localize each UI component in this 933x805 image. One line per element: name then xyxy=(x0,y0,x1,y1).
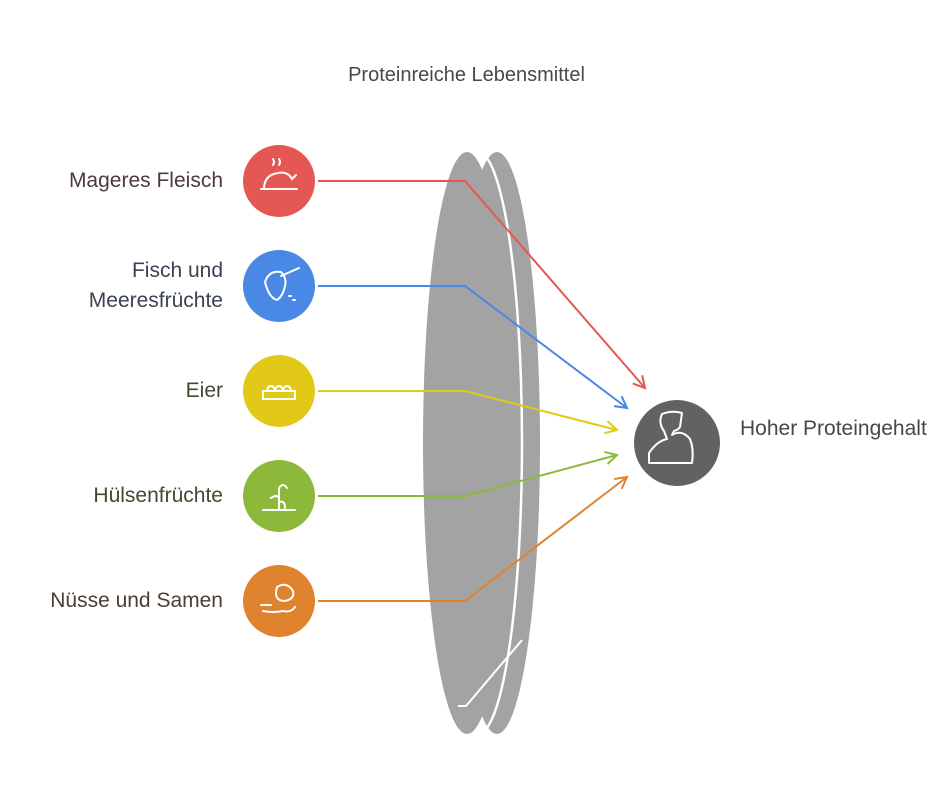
arrowhead xyxy=(613,395,629,410)
connector-arrow xyxy=(318,454,618,497)
peanut-icon xyxy=(260,583,296,613)
output-label: Hoher Proteingehalt xyxy=(740,417,927,440)
arrowhead xyxy=(613,475,629,490)
connector-arrow xyxy=(318,390,618,431)
input-node xyxy=(243,355,315,427)
legume-plant-icon xyxy=(262,484,296,511)
input-label: Fisch und Meeresfrüchte xyxy=(88,259,223,312)
arrowhead xyxy=(632,375,647,390)
output-node xyxy=(634,400,720,486)
input-node xyxy=(243,250,315,322)
arrowhead xyxy=(604,450,620,465)
input-label: Eier xyxy=(185,379,223,402)
connector-arrow xyxy=(318,285,628,409)
arrowhead xyxy=(604,420,620,435)
diagram-title: Proteinreiche Lebensmittel xyxy=(348,64,585,86)
input-label: Nüsse und Samen xyxy=(50,589,223,612)
roast-chicken-icon xyxy=(260,158,298,190)
fish-icon xyxy=(263,267,300,302)
connector-arrow xyxy=(318,476,628,602)
egg-carton-icon xyxy=(262,385,296,400)
input-label: Hülsenfrüchte xyxy=(93,484,223,507)
input-node xyxy=(243,460,315,532)
input-node xyxy=(243,145,315,217)
input-node xyxy=(243,565,315,637)
flexed-arm-icon xyxy=(648,410,694,464)
input-label: Mageres Fleisch xyxy=(68,169,223,192)
connector-arrow xyxy=(318,180,646,389)
lens xyxy=(423,150,544,736)
